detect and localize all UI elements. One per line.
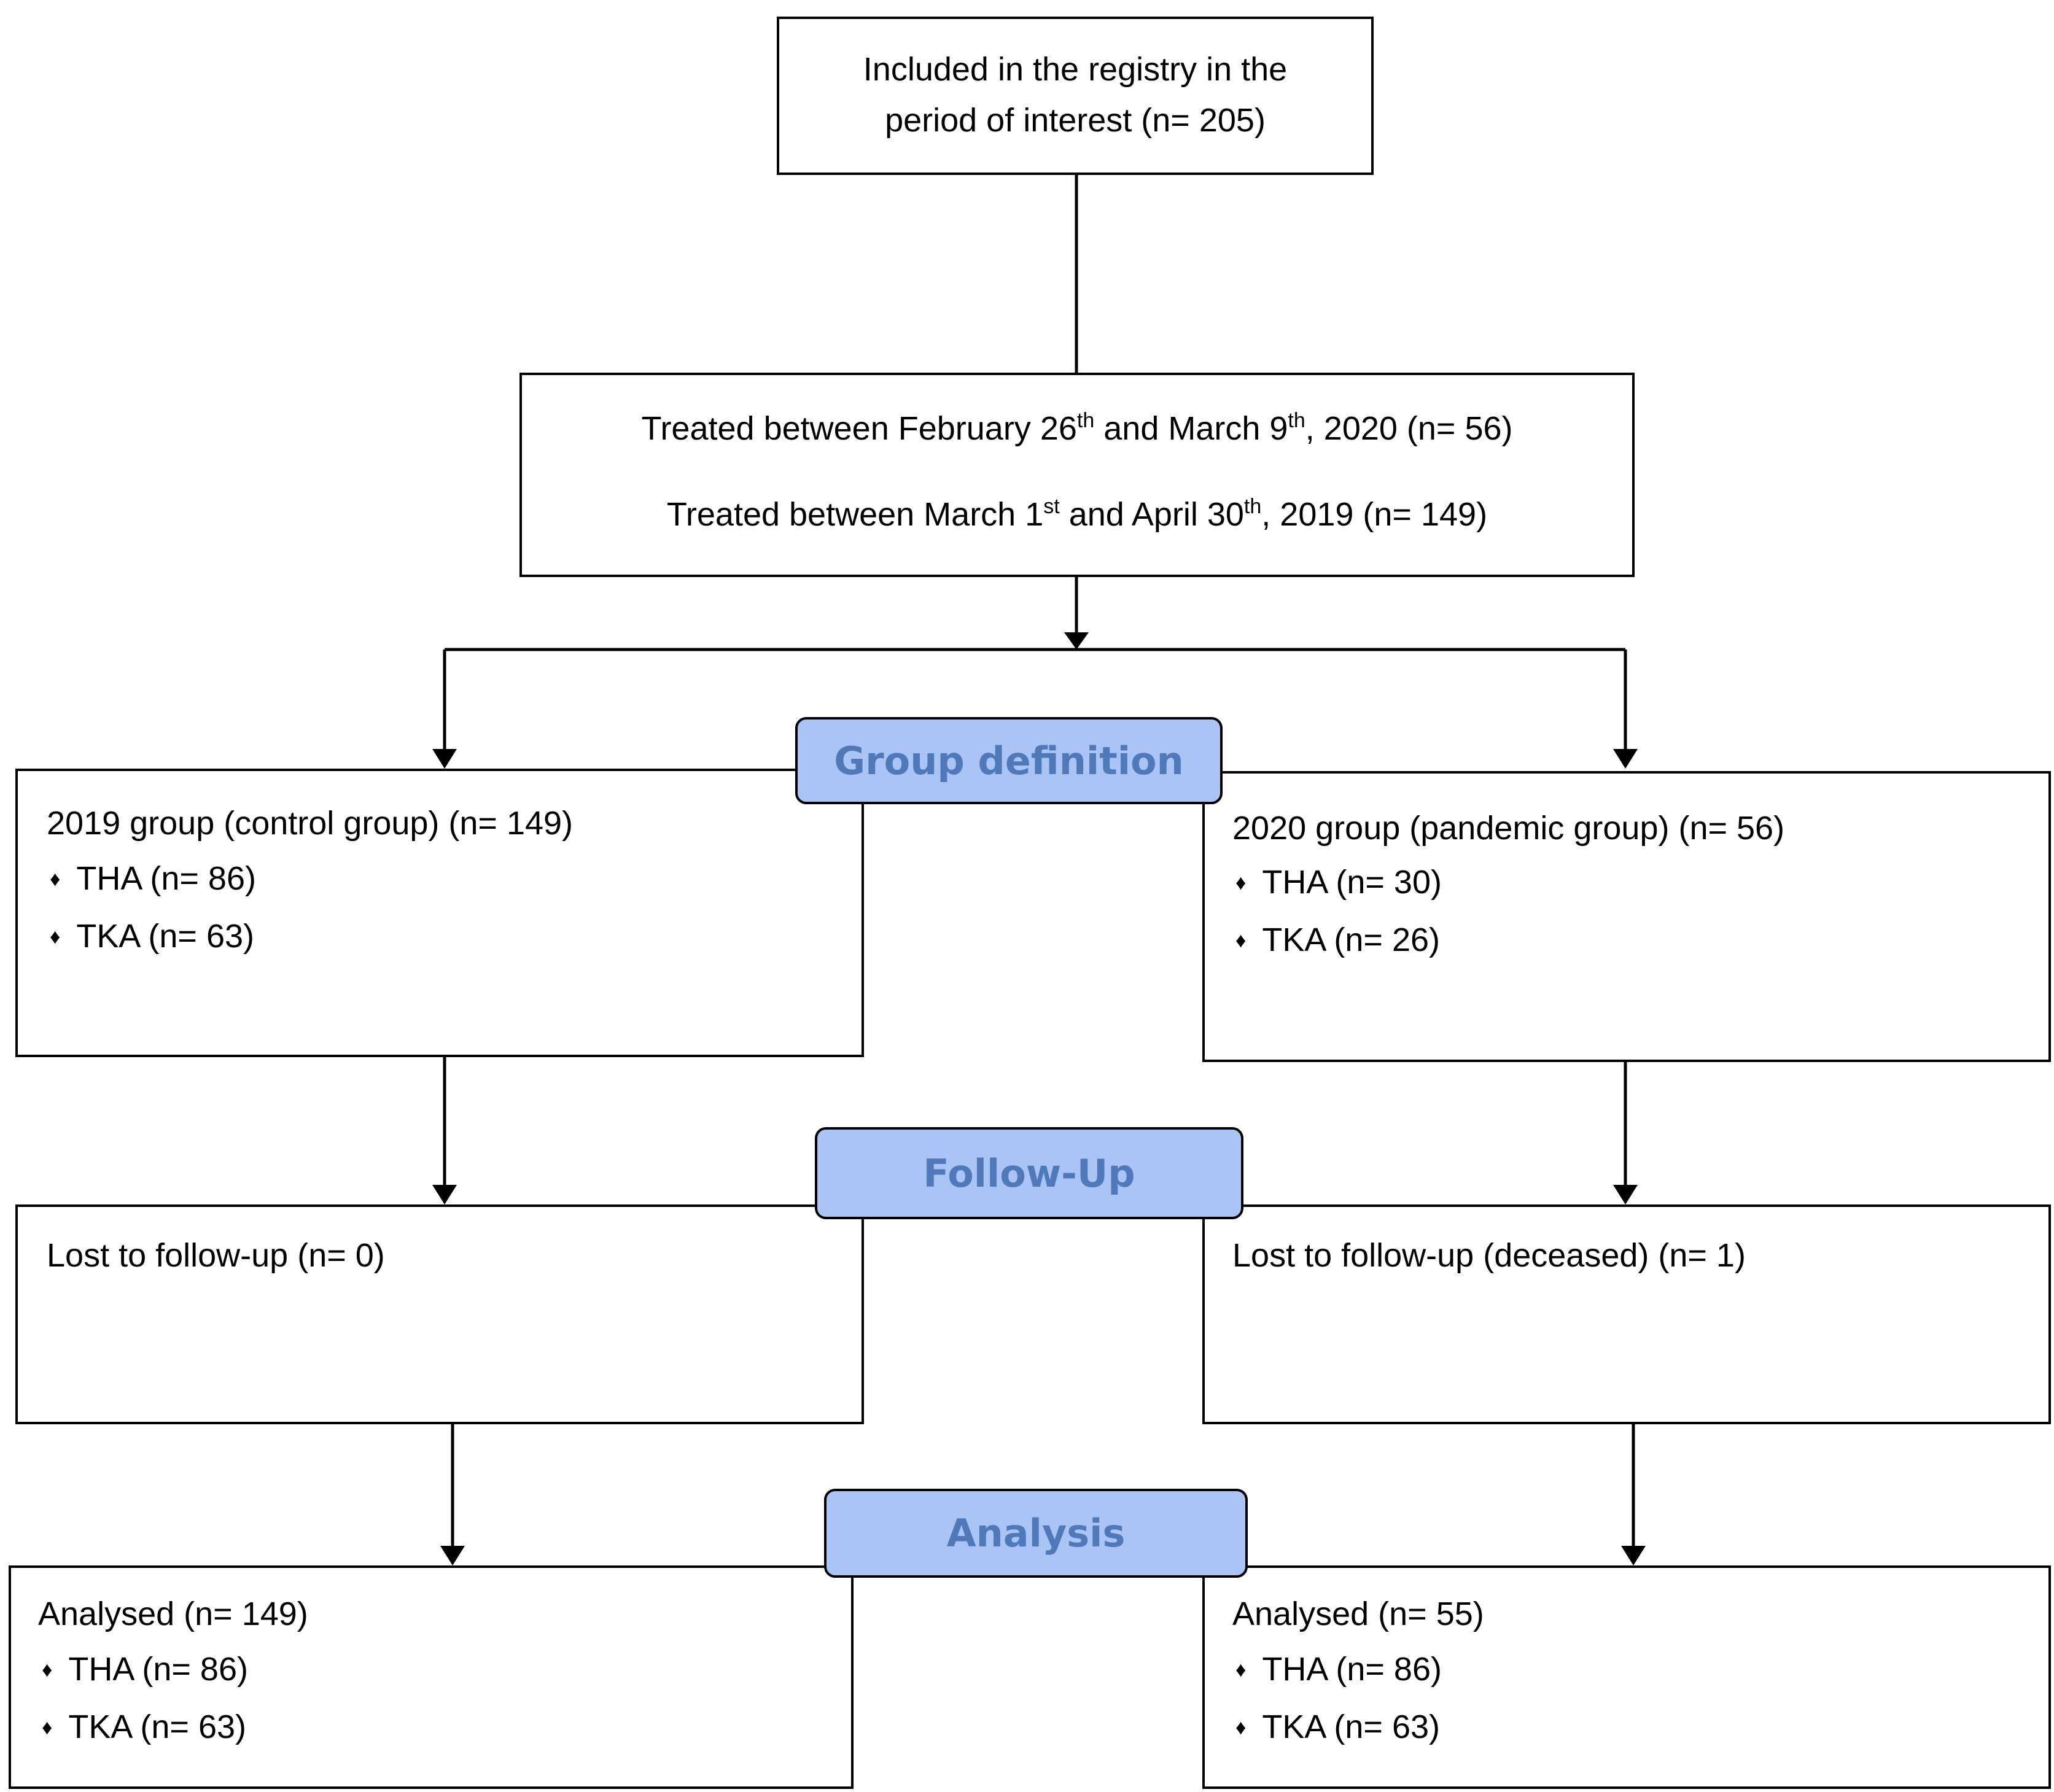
analysis-pandemic-item-tha: ♦THA (n= 86) <box>1235 1651 1442 1688</box>
group-pandemic-item-tha: ♦THA (n= 30) <box>1235 864 1442 901</box>
treated-line-1: Treated between February 26th and March … <box>641 409 1513 447</box>
bullet-icon: ♦ <box>1235 871 1247 894</box>
arrowhead-follow-right <box>1613 1185 1638 1204</box>
bullet-icon: ♦ <box>50 925 61 948</box>
bullet-icon: ♦ <box>42 1658 53 1681</box>
arrowhead-analysis-left <box>440 1546 465 1565</box>
follow-pandemic-box: Lost to follow-up (deceased) (n= 1) <box>1202 1204 2051 1424</box>
arrowhead-analysis-right <box>1621 1546 1646 1565</box>
analysis-control-box: Analysed (n= 149) ♦THA (n= 86) ♦TKA (n= … <box>9 1565 854 1789</box>
follow-control-text: Lost to follow-up (n= 0) <box>47 1237 385 1274</box>
group-control-box: 2019 group (control group) (n= 149) ♦THA… <box>15 769 864 1057</box>
analysis-control-title: Analysed (n= 149) <box>38 1596 308 1632</box>
bullet-icon: ♦ <box>1235 1658 1247 1681</box>
bullet-icon: ♦ <box>50 867 61 891</box>
analysis-control-item-tha: ♦THA (n= 86) <box>42 1651 248 1688</box>
group-pandemic-box: 2020 group (pandemic group) (n= 56) ♦THA… <box>1202 771 2051 1062</box>
stage-label-analysis: Analysis <box>824 1489 1248 1578</box>
registry-box: Included in the registry in the period o… <box>777 17 1374 175</box>
arrowhead-group-right <box>1613 749 1638 769</box>
analysis-pandemic-item-tka: ♦TKA (n= 63) <box>1235 1709 1441 1745</box>
arrowhead-group-left <box>432 749 457 769</box>
treated-line-2: Treated between March 1st and April 30th… <box>666 495 1488 533</box>
bullet-icon: ♦ <box>1235 1716 1247 1739</box>
follow-control-box: Lost to follow-up (n= 0) <box>15 1204 864 1424</box>
arrowhead-follow-left <box>432 1185 457 1204</box>
follow-pandemic-text: Lost to follow-up (deceased) (n= 1) <box>1232 1237 1746 1274</box>
analysis-pandemic-box: Analysed (n= 55) ♦THA (n= 86) ♦TKA (n= 6… <box>1202 1565 2051 1789</box>
group-pandemic-title: 2020 group (pandemic group) (n= 56) <box>1232 810 1785 847</box>
group-control-item-tka: ♦TKA (n= 63) <box>50 918 255 955</box>
registry-line-2: period of interest (n= 205) <box>885 102 1266 139</box>
group-control-title: 2019 group (control group) (n= 149) <box>47 805 574 842</box>
bullet-icon: ♦ <box>42 1716 53 1739</box>
group-control-item-tha: ♦THA (n= 86) <box>50 860 256 897</box>
arrowhead-treated <box>1064 632 1089 650</box>
group-pandemic-item-tka: ♦TKA (n= 26) <box>1235 921 1441 958</box>
analysis-pandemic-title: Analysed (n= 55) <box>1232 1596 1484 1632</box>
stage-label-follow-up: Follow-Up <box>815 1127 1243 1219</box>
analysis-control-item-tka: ♦TKA (n= 63) <box>42 1709 247 1745</box>
registry-line-1: Included in the registry in the <box>863 51 1288 88</box>
treated-box: Treated between February 26th and March … <box>519 373 1635 577</box>
stage-label-group-definition: Group definition <box>795 717 1223 804</box>
bullet-icon: ♦ <box>1235 929 1247 952</box>
